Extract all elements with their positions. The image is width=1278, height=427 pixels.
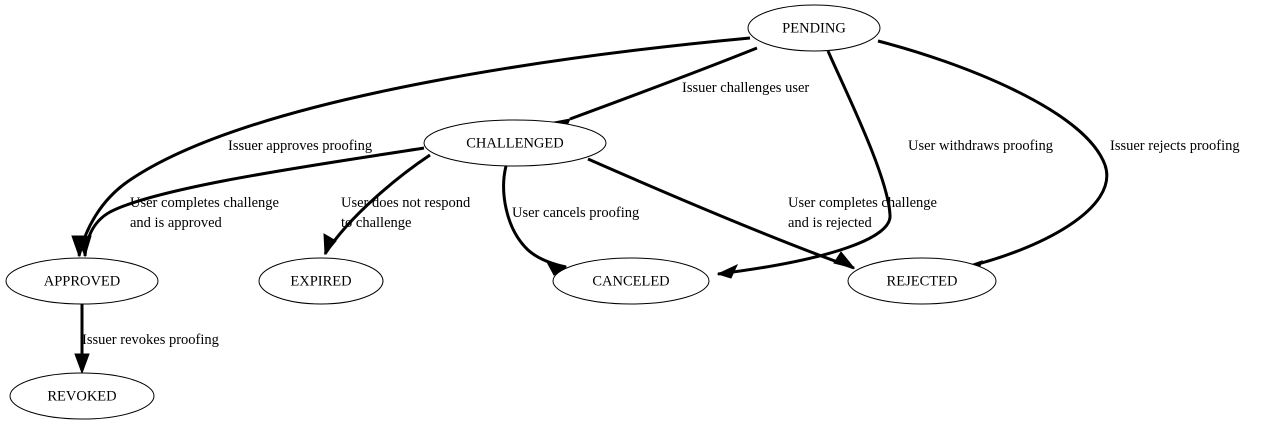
node-shape[interactable] [9,372,155,420]
edge-label-pending-to-canceled: User withdraws proofing [908,138,1053,154]
node-shape[interactable] [747,4,881,52]
arrowhead-icon [716,263,739,279]
edge-label-text: Issuer rejects proofing [1110,138,1240,154]
edge-label-text: User does not respond [341,195,471,211]
edge-label-pending-to-approved: Issuer approves proofing [228,138,372,154]
edge-label-text: and is approved [130,215,223,231]
node-label-text: REVOKED [47,388,116,404]
node-rejected[interactable]: REJECTED [847,257,997,305]
edge-label-challenged-to-approved: User completes challenge and is approved [130,195,279,231]
node-shape[interactable] [5,257,159,305]
node-pending[interactable]: PENDING [747,4,881,52]
node-label-text: CHALLENGED [466,135,563,151]
edge-label-text: Issuer challenges user [682,80,809,96]
arrowhead-icon [76,235,92,258]
edge-label-text: User withdraws proofing [908,138,1053,154]
nodes-layer: PENDING CHALLENGED APPROVED EXPIRED CANCELED… [5,4,997,420]
edge-label-text: to challenge [341,215,411,231]
edge-approved-to-revoked [74,304,90,375]
edge-challenged-to-rejected [587,157,856,270]
edge-label-text: User completes challenge [788,195,937,211]
edge-challenged-to-expired [323,153,431,256]
node-approved[interactable]: APPROVED [5,257,159,305]
edge-label-pending-to-rejected: Issuer rejects proofing [1110,138,1240,154]
edge-pending-to-canceled [716,50,892,279]
arrowhead-icon [323,233,337,256]
edge-label-challenged-to-expired: User does not respond to challenge [341,195,471,231]
node-label-text: REJECTED [887,273,958,289]
edge-label-pending-to-challenged: Issuer challenges user [682,80,809,96]
node-challenged[interactable]: CHALLENGED [423,119,607,167]
edge-line [877,39,1109,270]
node-label-text: EXPIRED [290,273,351,289]
edge-label-challenged-to-rejected: User completes challenge and is rejected [788,195,937,231]
edge-label-challenged-to-canceled: User cancels proofing [512,205,639,221]
edge-line [717,50,892,276]
node-expired[interactable]: EXPIRED [258,257,384,305]
edge-label-approved-to-revoked: Issuer revokes proofing [82,332,219,348]
node-shape[interactable] [258,257,384,305]
node-revoked[interactable]: REVOKED [9,372,155,420]
edge-label-text: and is rejected [788,215,872,231]
node-shape[interactable] [552,257,710,305]
node-label-text: PENDING [782,20,846,36]
edge-label-text: User cancels proofing [512,205,639,221]
node-canceled[interactable]: CANCELED [552,257,710,305]
edge-label-text: Issuer approves proofing [228,138,372,154]
edge-line [569,46,758,121]
arrowhead-icon [833,251,856,269]
edge-line [587,157,855,270]
edge-pending-to-rejected [877,39,1109,275]
node-shape[interactable] [847,257,997,305]
arrowhead-icon [74,353,90,375]
edge-line [77,36,751,257]
edge-label-text: Issuer revokes proofing [82,332,219,348]
node-shape[interactable] [423,119,607,167]
edge-challenged-to-approved [76,146,425,258]
node-label-text: APPROVED [44,273,121,289]
edge-line [83,146,425,257]
node-label-text: CANCELED [592,273,669,289]
edge-label-text: User completes challenge [130,195,279,211]
